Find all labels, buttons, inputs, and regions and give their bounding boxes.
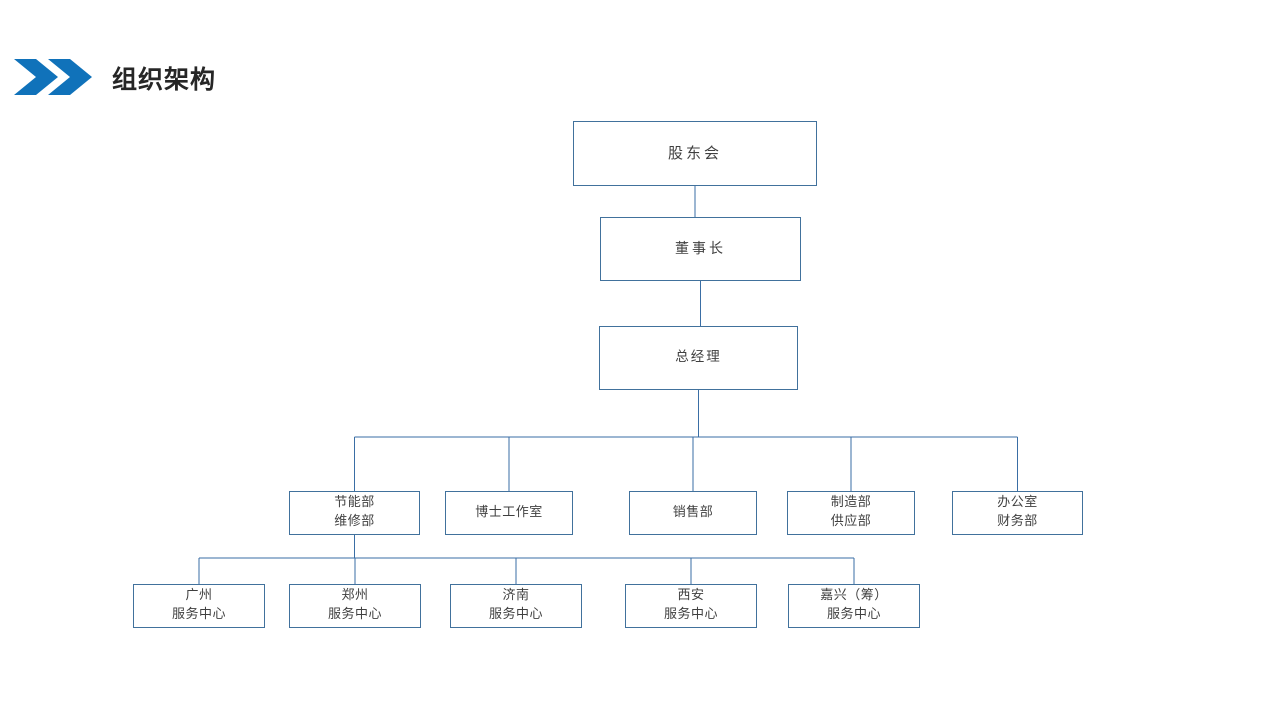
org-node-n3[interactable]: 总经理 [599, 326, 798, 390]
org-node-d3[interactable]: 销售部 [629, 491, 757, 535]
org-node-label: 制造部 [830, 495, 872, 511]
org-node-s5[interactable]: 嘉兴（筹） 服务中心 [788, 584, 920, 628]
page-title: 组织架构 [112, 65, 217, 94]
org-node-label: 财务部 [997, 514, 1038, 529]
org-node-label: 供应部 [830, 514, 872, 529]
org-node-label: 节能部 [334, 495, 375, 511]
org-node-n2[interactable]: 董事长 [600, 217, 801, 281]
org-node-d5[interactable]: 办公室财务部 [952, 491, 1083, 535]
org-node-label: 广州 [185, 588, 213, 604]
org-node-s3[interactable]: 济南服务中心 [450, 584, 582, 628]
org-node-d1[interactable]: 节能部维修部 [289, 491, 420, 535]
org-node-label: 股东会 [667, 143, 722, 162]
org-node-label: 服务中心 [327, 607, 382, 622]
org-node-label: 嘉兴（筹） [820, 588, 888, 604]
org-node-label: 博士工作室 [475, 504, 543, 520]
org-node-label: 维修部 [334, 514, 375, 529]
org-node-s4[interactable]: 西安服务中心 [625, 584, 757, 628]
slide-header: 组织架构 [0, 52, 1280, 102]
org-node-label: 董事长 [675, 240, 726, 257]
org-node-s2[interactable]: 郑州服务中心 [289, 584, 421, 628]
org-node-n1[interactable]: 股东会 [573, 121, 817, 186]
org-node-label: 西安 [677, 588, 705, 604]
org-node-label: 服务中心 [488, 607, 543, 622]
org-node-label: 郑州 [341, 588, 369, 604]
org-node-s1[interactable]: 广州服务中心 [133, 584, 265, 628]
double-chevron-right-icon [14, 57, 92, 101]
org-node-label: 服务中心 [171, 607, 226, 622]
org-node-label: 销售部 [672, 504, 714, 520]
org-node-label: 服务中心 [663, 607, 718, 622]
org-node-d4[interactable]: 制造部供应部 [787, 491, 915, 535]
org-node-label: 办公室 [997, 495, 1038, 511]
org-node-label: 济南 [502, 588, 530, 604]
org-node-label: 服务中心 [826, 607, 881, 622]
org-node-d2[interactable]: 博士工作室 [445, 491, 573, 535]
org-node-label: 总经理 [675, 349, 722, 366]
